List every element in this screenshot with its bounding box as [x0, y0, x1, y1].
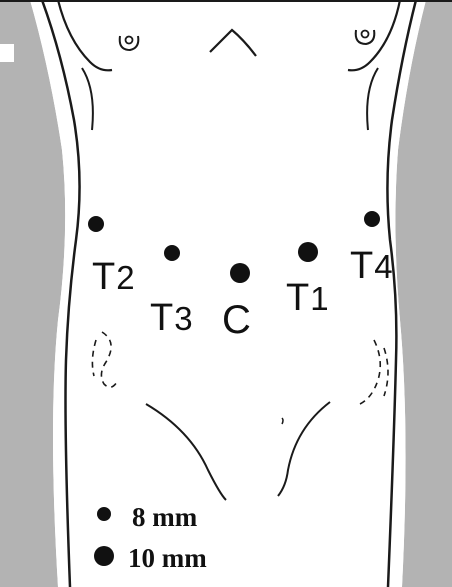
corner-mark	[0, 44, 14, 62]
port-marker-T3	[164, 245, 180, 261]
port-label-T4: T4	[350, 245, 393, 287]
port-marker-C	[230, 263, 250, 283]
port-label-C: C	[222, 298, 251, 342]
legend-marker-large	[94, 546, 114, 566]
port-label-T3: T3	[150, 297, 193, 339]
port-marker-T2	[88, 216, 104, 232]
legend-label-small: 8 mm	[132, 502, 198, 532]
port-marker-T4	[364, 211, 380, 227]
port-marker-T1	[298, 242, 318, 262]
legend-label-large: 10 mm	[128, 543, 207, 573]
port-label-T1: T1	[286, 277, 329, 319]
port-label-T2: T2	[92, 256, 135, 298]
legend-marker-small	[97, 507, 111, 521]
